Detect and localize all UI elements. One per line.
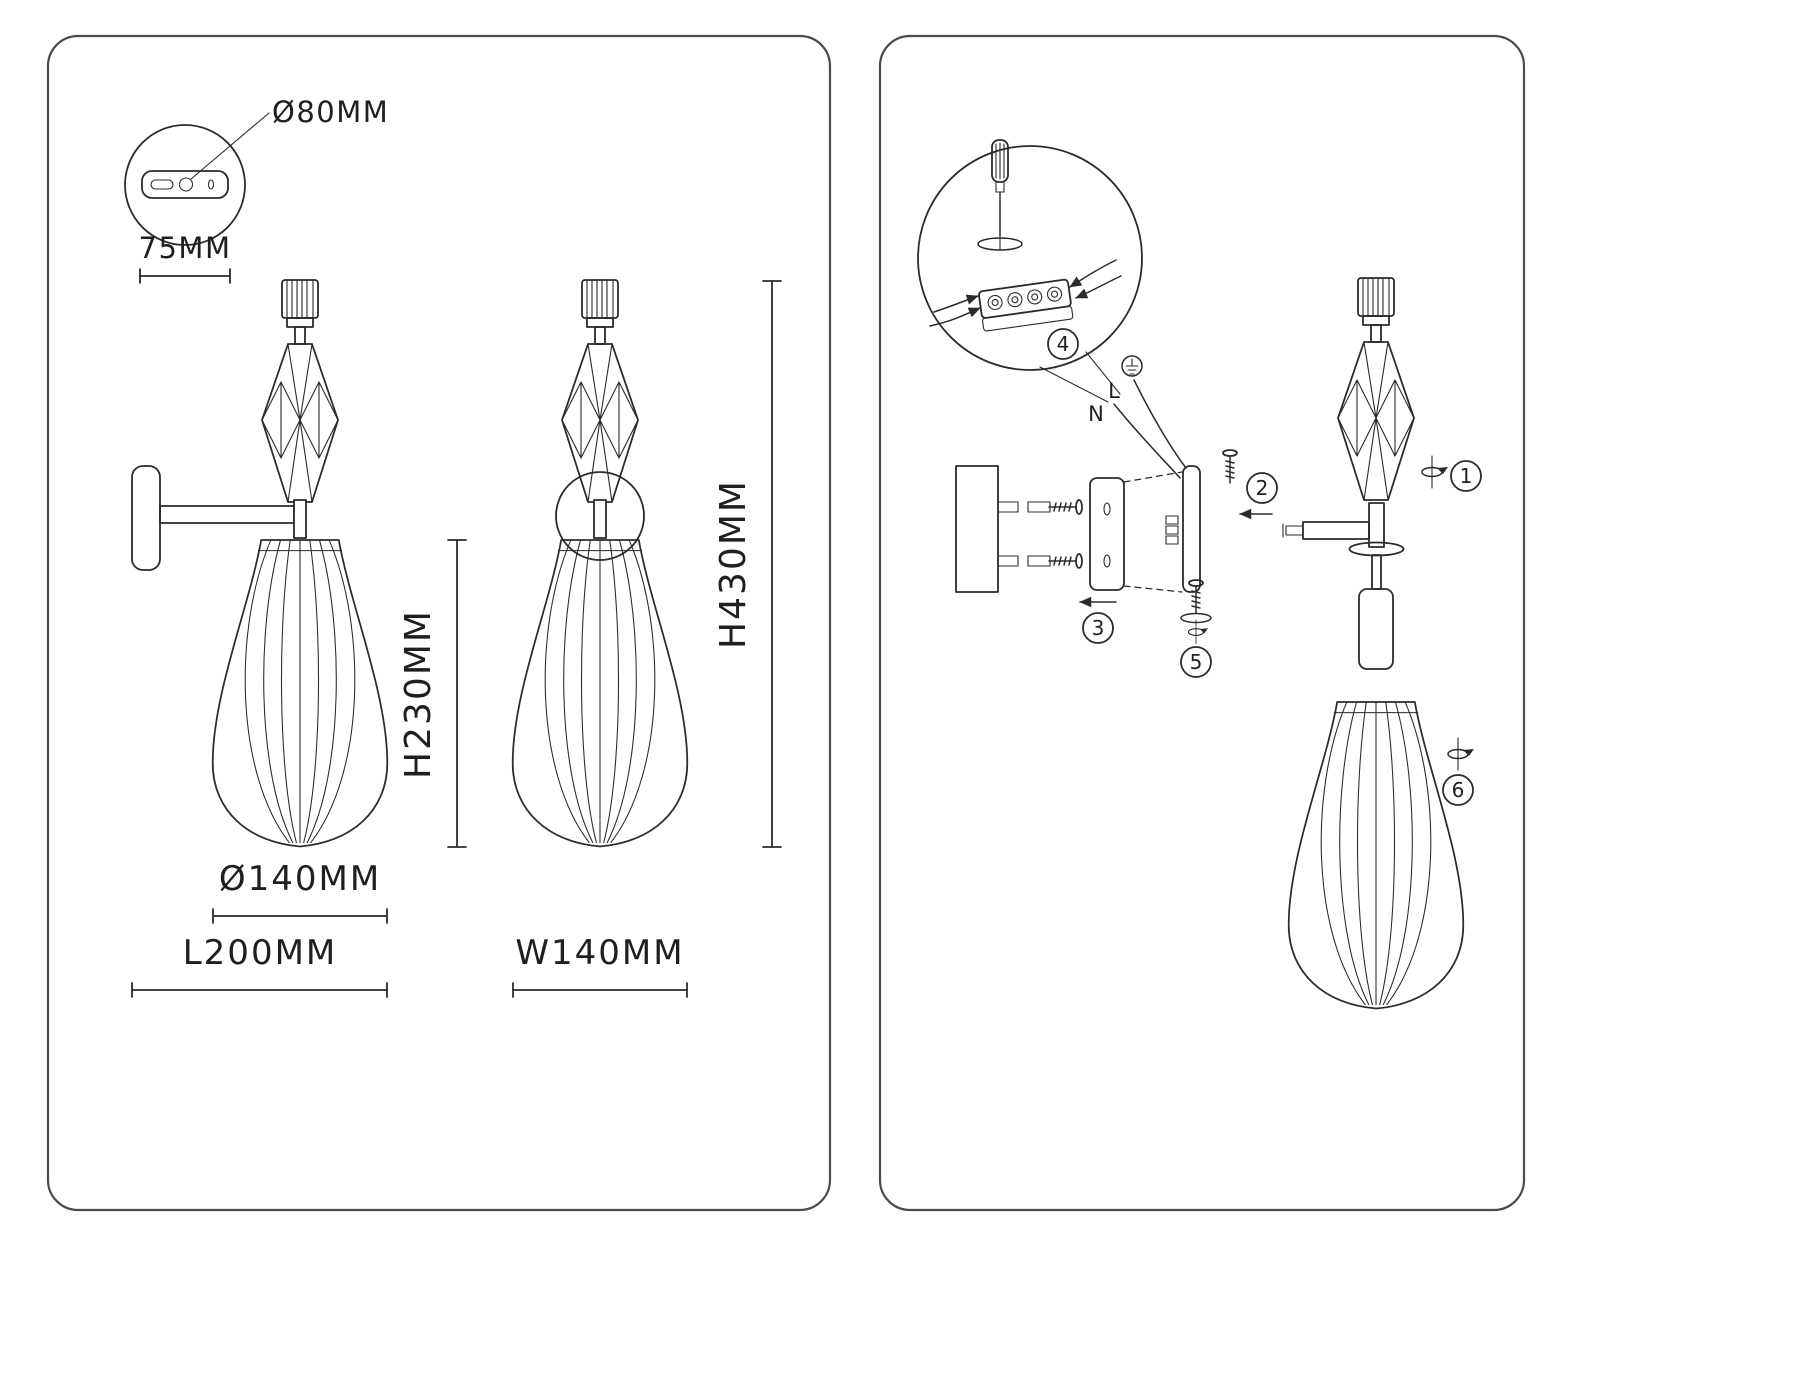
rotate-arrow-icon (1447, 737, 1475, 771)
lamp-socket (1358, 588, 1394, 670)
cup-screw-icon (1222, 449, 1238, 484)
lamp-side-view (511, 279, 689, 848)
mounting-screw-icon (1048, 553, 1083, 569)
step-badge-1: 1 (1450, 460, 1482, 492)
screwdriver-icon (977, 139, 1023, 251)
wall-anchors (1027, 501, 1051, 567)
dimension-label-plate-diameter: Ø80MM (272, 95, 389, 129)
mounting-bracket (1089, 471, 1183, 593)
mounting-screw-icon (1048, 499, 1083, 515)
dimension-shade-diameter (212, 908, 388, 924)
wall-section (955, 465, 1019, 593)
dimension-label-fixture-width: W140MM (515, 933, 684, 973)
step-badge-5: 5 (1180, 646, 1212, 678)
step-number-4: 4 (1057, 332, 1070, 356)
wall-cup-plate (1165, 465, 1201, 593)
step-badge-3: 3 (1082, 612, 1114, 644)
step-number-6: 6 (1452, 778, 1465, 802)
dimension-total-height (762, 280, 782, 848)
step-number-3: 3 (1092, 616, 1105, 640)
wall-plate (131, 465, 161, 571)
bracket-arm (1282, 502, 1405, 590)
step-badge-2: 2 (1246, 472, 1278, 504)
assembly-panel-border (878, 34, 1526, 1212)
lamp-front-view (131, 279, 389, 848)
dimension-label-shade-height: H230MM (398, 609, 439, 779)
dimension-fixture-width (512, 982, 688, 998)
rotate-arrow-icon (1187, 619, 1209, 645)
step-number-2: 2 (1256, 476, 1269, 500)
wiring-detail-balloon: 4 (917, 139, 1143, 403)
dimension-label-total-height: H430MM (713, 479, 754, 649)
lamp-exploded-view (1282, 277, 1465, 1010)
ground-symbol (1121, 355, 1143, 377)
dimension-fixture-length (131, 982, 388, 998)
step-number-1: 1 (1460, 464, 1473, 488)
step-badge-6: 6 (1442, 774, 1474, 806)
wall-arm (159, 505, 295, 524)
wire-label-live: L (1108, 379, 1120, 403)
dimension-label-shade-diameter: Ø140MM (219, 859, 381, 899)
dimension-plate-width (139, 268, 231, 284)
fixing-screw-icon (1188, 579, 1204, 614)
dimension-shade-height (447, 539, 467, 848)
dimension-label-plate-width: 75MM (139, 231, 232, 265)
dimension-label-fixture-length: L200MM (183, 933, 338, 973)
mounting-plate-detail (124, 112, 270, 246)
wire-leads (929, 259, 1122, 327)
rotate-arrow-icon (1421, 455, 1449, 489)
dimensions-panel-border (46, 34, 832, 1212)
step-badge-4: 4 (1047, 328, 1079, 360)
terminal-block (978, 278, 1074, 332)
wire-label-neutral: N (1088, 402, 1104, 426)
supply-wires (1113, 379, 1187, 479)
step-number-5: 5 (1190, 650, 1203, 674)
